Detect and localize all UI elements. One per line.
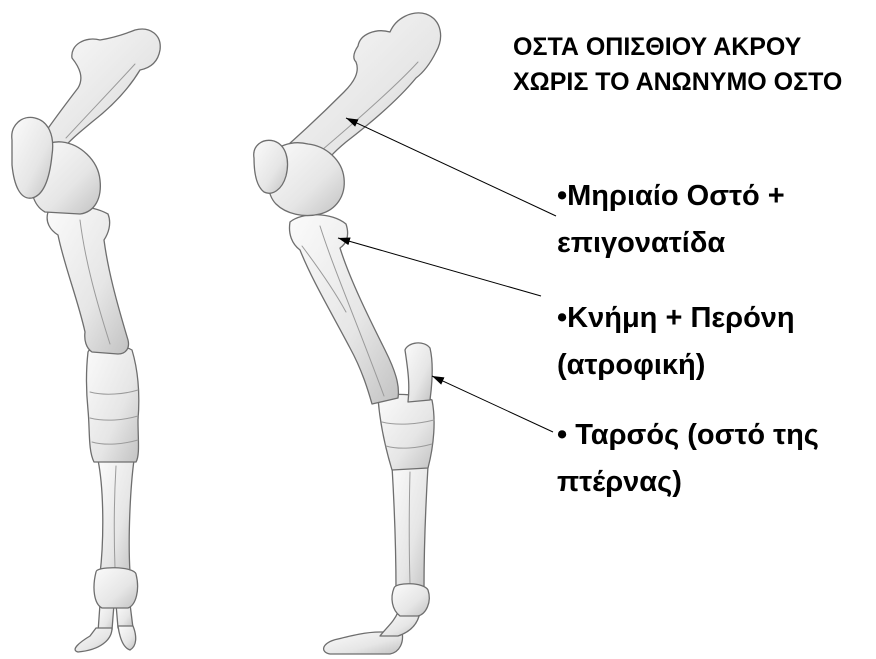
- label-line: • Ταρσός (οστό της: [557, 412, 819, 459]
- arrow-tarsus-calcaneus: [432, 376, 553, 432]
- label-line: •Κνήμη + Περόνη: [557, 295, 795, 342]
- arrow-femur-patella: [346, 118, 556, 216]
- label-tibia-fibula: •Κνήμη + Περόνη (ατροφική): [557, 295, 795, 389]
- calcaneus-lateral: [405, 343, 432, 402]
- title-line-2: ΧΩΡΙΣ ΤΟ ΑΝΩΝΥΜΟ ΟΣΤΟ: [513, 65, 842, 100]
- tibia-lateral: [289, 215, 398, 404]
- hind-limb-front-view: [12, 29, 160, 652]
- hoof-front-medial: [75, 628, 112, 652]
- femur-front: [40, 29, 160, 150]
- tarsus-lateral: [378, 394, 434, 470]
- label-line: •Μηριαίο Οστό +: [557, 173, 785, 220]
- patella-lateral: [254, 140, 288, 193]
- label-line: επιγονατίδα: [557, 220, 785, 267]
- label-tarsus-calcaneus: • Ταρσός (οστό της πτέρνας): [557, 412, 819, 506]
- slide-title: ΟΣΤΑ ΟΠΙΣΘΙΟΥ ΑΚΡΟΥ ΧΩΡΙΣ ΤΟ ΑΝΩΝΥΜΟ ΟΣΤ…: [513, 30, 842, 100]
- label-femur-patella: •Μηριαίο Οστό + επιγονατίδα: [557, 173, 785, 267]
- tibia-front: [47, 206, 128, 354]
- arrow-tibia-fibula: [338, 238, 541, 296]
- title-line-1: ΟΣΤΑ ΟΠΙΣΘΙΟΥ ΑΚΡΟΥ: [513, 30, 842, 65]
- fetlock-front: [94, 568, 138, 608]
- hind-limb-lateral-view: [254, 13, 441, 654]
- hoof-front-lateral: [118, 626, 136, 650]
- fetlock-lateral: [392, 584, 429, 616]
- label-line: πτέρνας): [557, 459, 819, 506]
- cannon-bone-front: [98, 460, 134, 574]
- label-line: (ατροφική): [557, 342, 795, 389]
